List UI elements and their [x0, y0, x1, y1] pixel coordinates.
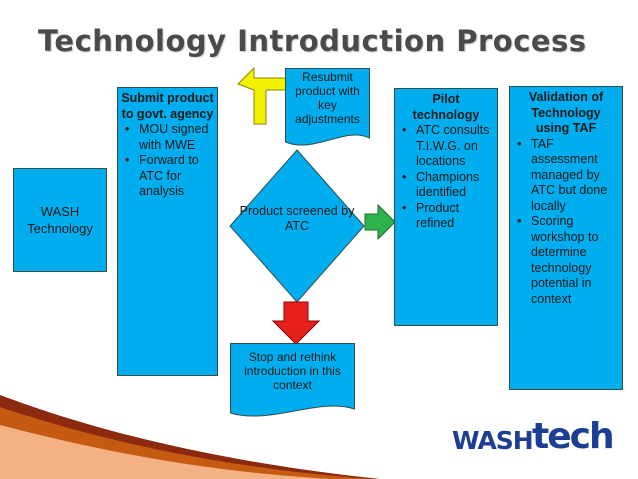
submit-heading: Submit product to govt. agency — [121, 91, 214, 121]
pilot-bullet: Champions identified — [398, 170, 494, 201]
resubmit-label: Resubmit product with key adjustments — [295, 70, 360, 126]
validation-bullet: TAF assessment managed by ATC but done l… — [513, 137, 619, 215]
submit-bullet: MOU signed with MWE — [121, 122, 214, 153]
pilot-bullet: ATC consults T.I.W.G. on locations — [398, 123, 494, 170]
washtech-logo: WASH tech — [452, 416, 615, 466]
submit-bullet-list: MOU signed with MWE Forward to ATC for a… — [121, 122, 214, 200]
page-title: Technology Introduction Process — [38, 24, 587, 58]
logo-tech-text: tech — [532, 416, 615, 457]
pass-arrow-icon — [364, 204, 396, 240]
resubmit-arrow-icon — [237, 66, 287, 125]
wash-technology-box: WASH Technology — [13, 168, 107, 272]
validation-heading: Validation of Technology using TAF — [528, 90, 604, 135]
wash-technology-label: WASH Technology — [27, 204, 93, 236]
screened-label: Product screened by ATC — [239, 204, 355, 233]
logo-wash-text: WASH — [452, 426, 534, 455]
pilot-bullet-list: ATC consults T.I.W.G. on locations Champ… — [398, 123, 494, 232]
decorative-swoosh — [0, 395, 380, 479]
pilot-technology-box: Pilot technology ATC consults T.I.W.G. o… — [394, 88, 498, 326]
validation-bullet-list: TAF assessment managed by ATC but done l… — [513, 137, 619, 308]
pilot-heading: Pilot technology — [412, 92, 480, 122]
submit-product-box: Submit product to govt. agency MOU signe… — [117, 87, 218, 376]
validation-box: Validation of Technology using TAF TAF a… — [509, 86, 623, 390]
submit-bullet: Forward to ATC for analysis — [121, 153, 214, 200]
resubmit-note: Resubmit product with key adjustments — [285, 68, 370, 152]
stop-rethink-note: Stop and rethink introduction in this co… — [230, 343, 355, 420]
validation-bullet: Scoring workshop to determine technology… — [513, 214, 619, 307]
reject-arrow-icon — [272, 301, 320, 345]
pilot-bullet: Product refined — [398, 201, 494, 232]
stop-label: Stop and rethink introduction in this co… — [244, 350, 341, 392]
